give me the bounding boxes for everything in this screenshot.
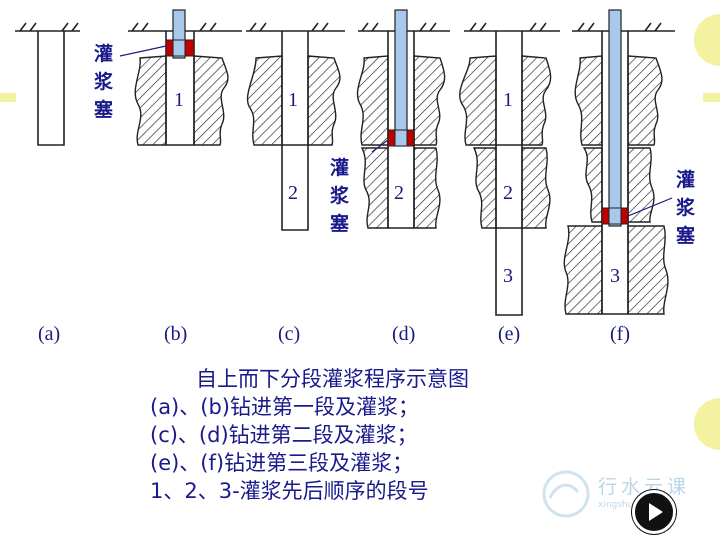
caption-line: (a)、(b)钻进第一段及灌浆； bbox=[150, 395, 419, 419]
panel-label-c: (c) bbox=[278, 323, 300, 345]
panel-c bbox=[246, 31, 341, 231]
watermark-logo: 行水云课 xingshuiyun.com bbox=[540, 466, 700, 526]
svg-text:浆: 浆 bbox=[330, 184, 350, 207]
panel-f bbox=[563, 9, 673, 315]
panel-label-b: (b) bbox=[164, 323, 187, 345]
section-number: 2 bbox=[288, 182, 298, 204]
panel-b bbox=[119, 9, 229, 146]
section-number: 1 bbox=[503, 89, 513, 111]
section-number: 3 bbox=[503, 265, 513, 287]
borehole-e bbox=[495, 31, 523, 316]
play-button[interactable] bbox=[632, 490, 676, 534]
svg-text:塞: 塞 bbox=[676, 224, 696, 247]
svg-text:灌: 灌 bbox=[330, 156, 349, 179]
grout-pipe-d bbox=[394, 9, 408, 147]
panel-d bbox=[356, 9, 446, 229]
diagram-caption: 自上而下分段灌浆程序示意图 (a)、(b)钻进第一段及灌浆； (c)、(d)钻进… bbox=[150, 365, 570, 505]
section-number: 3 bbox=[610, 265, 620, 287]
svg-text:灌: 灌 bbox=[94, 42, 113, 65]
borehole-a bbox=[37, 31, 65, 146]
svg-text:灌: 灌 bbox=[676, 168, 695, 191]
grout-zone-b bbox=[134, 55, 167, 146]
panel-label-d: (d) bbox=[392, 323, 415, 345]
accent-circle-top bbox=[694, 14, 720, 66]
plug-label-d: 灌 浆 塞 bbox=[330, 156, 350, 235]
section-number: 1 bbox=[288, 89, 298, 111]
svg-text:塞: 塞 bbox=[94, 98, 114, 121]
caption-line: (e)、(f)钻进第三段及灌浆； bbox=[150, 451, 414, 475]
plug-label-f: 灌 浆 塞 bbox=[676, 168, 696, 247]
panel-label-e: (e) bbox=[498, 323, 520, 345]
accent-bar-left bbox=[0, 93, 16, 102]
caption-line: (c)、(d)钻进第二段及灌浆； bbox=[150, 423, 418, 447]
accent-bar-right bbox=[703, 93, 720, 102]
wave-logo-icon bbox=[542, 470, 590, 518]
svg-text:浆: 浆 bbox=[94, 70, 114, 93]
panel-a bbox=[37, 31, 65, 146]
caption-title: 自上而下分段灌浆程序示意图 bbox=[196, 367, 469, 391]
accent-circle-mid bbox=[694, 398, 720, 450]
panel-e bbox=[459, 31, 552, 316]
borehole-c bbox=[281, 31, 309, 231]
caption-line: 1、2、3-灌浆先后顺序的段号 bbox=[150, 479, 429, 503]
plug-label-b: 灌 浆 塞 bbox=[94, 42, 114, 121]
svg-text:塞: 塞 bbox=[330, 212, 350, 235]
ground-surface bbox=[15, 22, 675, 32]
grout-pipe-f bbox=[608, 9, 622, 227]
section-number: 1 bbox=[174, 89, 184, 111]
section-number: 2 bbox=[503, 182, 513, 204]
svg-text:浆: 浆 bbox=[676, 196, 696, 219]
section-number: 2 bbox=[394, 182, 404, 204]
panel-label-f: (f) bbox=[610, 323, 630, 345]
panel-label-a: (a) bbox=[38, 323, 60, 345]
